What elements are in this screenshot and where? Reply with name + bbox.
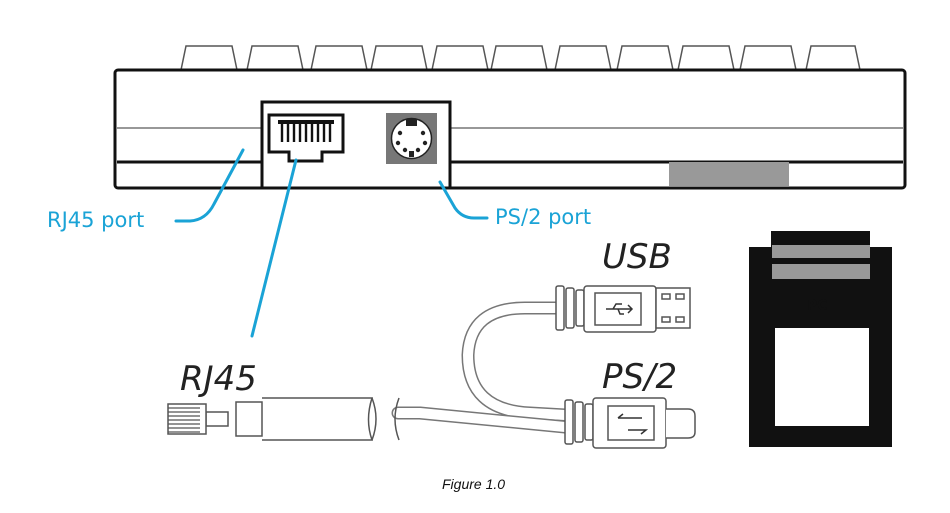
rj45-port-label: RJ45 port bbox=[47, 208, 144, 232]
keycaps bbox=[180, 45, 861, 71]
ps2-plug-icon bbox=[564, 397, 696, 449]
y-cable bbox=[391, 301, 572, 434]
ps2-port-label: PS/2 port bbox=[495, 205, 591, 229]
ps2-jack-icon bbox=[386, 113, 437, 164]
ps2-port-leader bbox=[438, 180, 489, 220]
figure-caption: Figure 1.0 bbox=[442, 476, 505, 492]
keyboard-foot-pad bbox=[669, 162, 789, 186]
usb-plug-icon bbox=[555, 285, 691, 333]
rj45-port-leader bbox=[174, 148, 245, 223]
pc-label: PC bbox=[807, 298, 828, 314]
usb-label: USB bbox=[602, 237, 672, 277]
rj45-plug-icon bbox=[167, 397, 400, 441]
rj45-jack-icon bbox=[267, 113, 345, 163]
ps2-label: PS/2 bbox=[602, 357, 677, 397]
callout-leaders bbox=[174, 148, 489, 338]
pc-device-icon bbox=[749, 231, 892, 447]
rj45-plug-leader bbox=[250, 158, 298, 338]
rj45-label: RJ45 bbox=[180, 359, 257, 399]
